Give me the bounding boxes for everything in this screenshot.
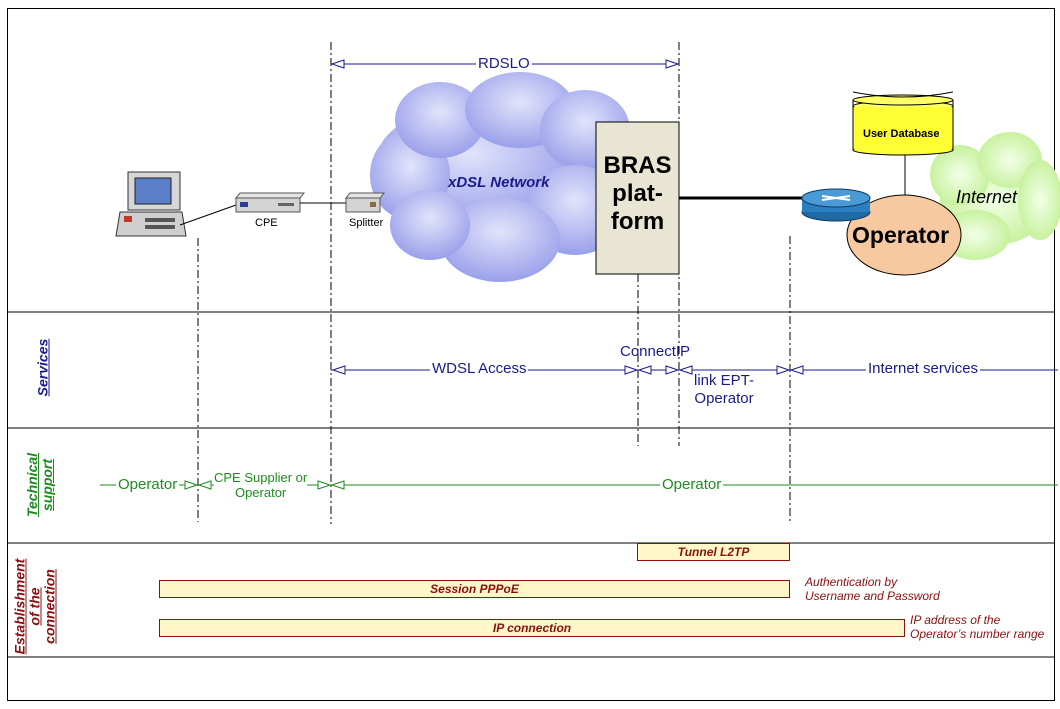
ip-address-note: IP address of the Operator’s number rang… — [910, 613, 1044, 641]
authentication-note: Authentication by Username and Password — [805, 575, 940, 603]
technical-support-title: Technical support — [24, 435, 55, 535]
outer-frame — [7, 8, 1055, 701]
rdslo-label: RDSLO — [476, 55, 532, 72]
bras-line-1: BRAS — [603, 152, 672, 179]
splitter-icon — [344, 192, 386, 213]
user-database-label: User Database — [863, 128, 940, 140]
bras-line-3: form — [610, 208, 665, 235]
link-ept-line-2: Operator — [694, 390, 754, 407]
ip-note-line-1: IP address of the — [910, 613, 1001, 627]
session-pppoe-bar: Session PPPoE — [159, 580, 790, 598]
ip-connection-bar: IP connection — [159, 619, 905, 637]
operator-label: Operator — [852, 222, 950, 248]
establishment-title: Establishment of the connection — [11, 552, 58, 662]
bras-platform-box — [595, 121, 680, 275]
pc-cpe-link — [179, 204, 237, 226]
operator-node — [846, 194, 962, 276]
xdsl-network-label: xDSL Network — [448, 174, 550, 191]
cpe-supplier-line-2: Operator — [234, 485, 287, 500]
cpe-icon — [234, 192, 306, 213]
tunnel-l2tp-bar: Tunnel L2TP — [637, 543, 790, 561]
technical-operator-left: Operator — [116, 476, 180, 493]
cpe-label: CPE — [255, 217, 278, 229]
technical-operator-right: Operator — [660, 476, 724, 493]
technical-title-line-2: support — [39, 458, 55, 512]
establishment-title-line-3: connection — [41, 569, 58, 644]
services-title: Services — [34, 338, 51, 397]
auth-note-line-1: Authentication by — [805, 575, 898, 589]
wdsl-access-label: WDSL Access — [430, 360, 529, 377]
establishment-title-line-1: Establishment — [11, 558, 28, 655]
internet-services-label: Internet services — [866, 360, 981, 377]
user-database-icon — [852, 91, 954, 156]
cpe-supplier-line-1: CPE Supplier or — [214, 470, 308, 485]
technical-title-line-1: Technical — [24, 452, 40, 518]
router-icon — [801, 188, 871, 222]
auth-note-line-2: Username and Password — [805, 589, 940, 603]
splitter-label: Splitter — [349, 217, 384, 229]
bras-line-2: plat- — [612, 180, 663, 207]
computer-icon — [115, 171, 187, 237]
bras-platform-label: BRAS plat- form — [596, 122, 679, 274]
link-ept-operator-label: link EPT- Operator — [694, 372, 755, 408]
connect-ip-label: ConnectIP — [620, 343, 691, 360]
cpe-supplier-label: CPE Supplier or Operator — [214, 470, 308, 500]
ip-note-line-2: Operator’s number range — [910, 627, 1045, 641]
boundary-lines — [197, 42, 791, 524]
link-ept-line-1: link EPT- — [694, 372, 755, 389]
establishment-title-line-2: of the — [26, 587, 43, 626]
internet-label: Internet — [956, 187, 1018, 207]
